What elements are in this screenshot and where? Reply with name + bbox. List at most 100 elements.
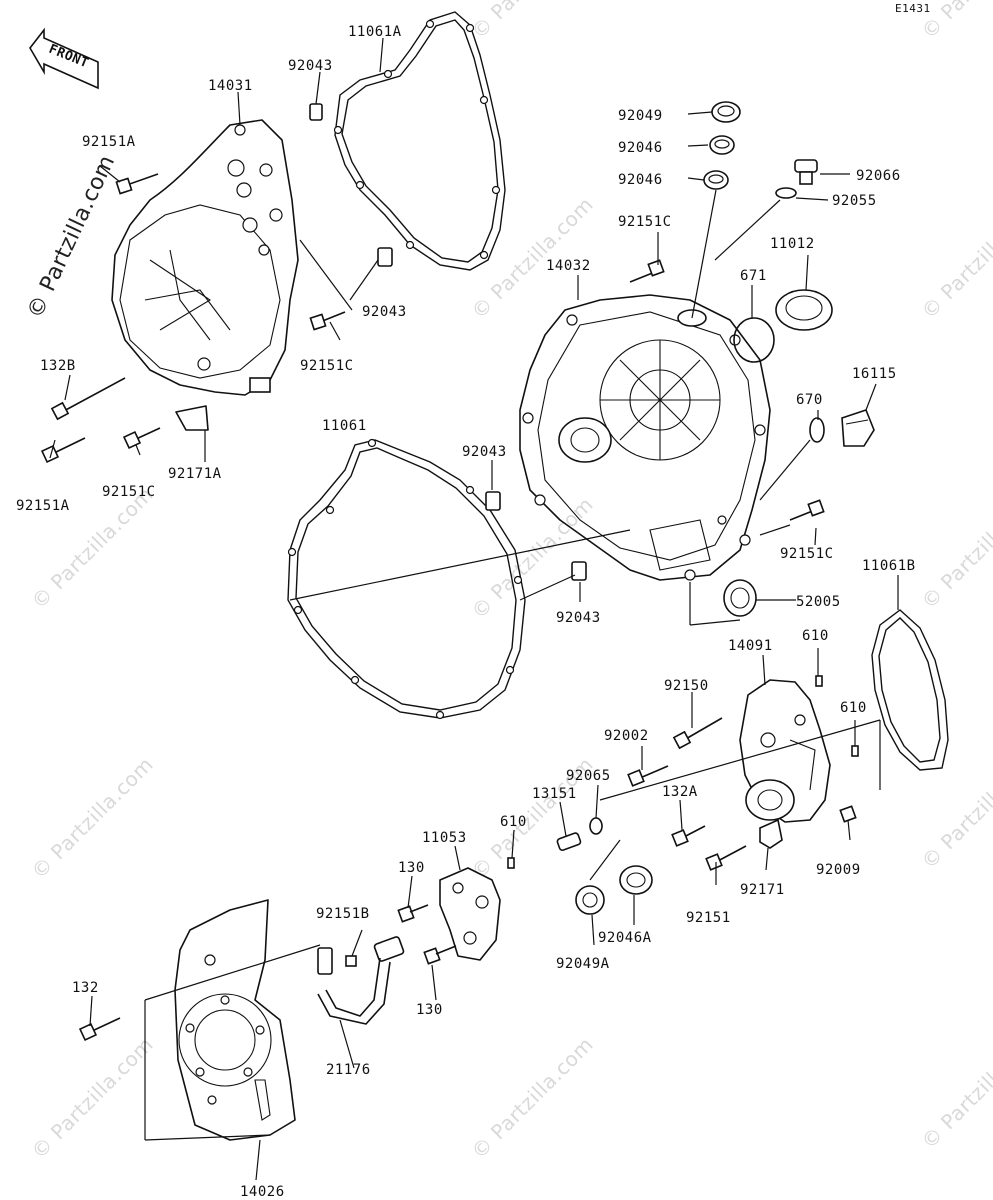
watermark: © Partzilla.com <box>467 0 598 44</box>
watermark-main: © Partzilla.com <box>23 151 121 322</box>
label-92043: 92043 <box>362 304 407 320</box>
switch-wire-21176 <box>317 936 405 1025</box>
label-14091: 14091 <box>728 638 773 654</box>
label-92151A: 92151A <box>16 498 70 514</box>
bolt-92151B <box>345 955 357 967</box>
diagram-code: E1431 <box>895 2 931 15</box>
label-11012: 11012 <box>770 236 815 252</box>
leader-lines <box>49 37 899 1181</box>
label-92151C: 92151C <box>300 358 354 374</box>
watermark: © Partzilla.com <box>917 482 993 613</box>
dowel-610 <box>851 745 859 757</box>
dowel-610 <box>815 675 823 687</box>
watermark: © Partzilla.com <box>27 1032 158 1163</box>
label-92046: 92046 <box>618 140 663 156</box>
label-92002: 92002 <box>604 728 649 744</box>
label-11061: 11061 <box>322 418 367 434</box>
bolt-130-b <box>423 945 457 965</box>
dowel-92043 <box>571 561 587 581</box>
label-92049A: 92049A <box>556 956 610 972</box>
bolt-130-a <box>397 904 429 923</box>
watermark: © Partzilla.com <box>467 492 598 623</box>
seal-11012 <box>775 289 833 331</box>
oring-92055 <box>775 187 797 199</box>
label-11061B: 11061B <box>862 558 916 574</box>
label-610: 610 <box>802 628 829 644</box>
label-11053: 11053 <box>422 830 467 846</box>
label-132B: 132B <box>40 358 76 374</box>
watermark: © Partzilla.com <box>27 752 158 883</box>
label-92046A: 92046A <box>598 930 652 946</box>
label-92151C: 92151C <box>780 546 834 562</box>
label-610: 610 <box>840 700 867 716</box>
bearing-92046A <box>619 865 653 895</box>
label-92055: 92055 <box>832 193 877 209</box>
dowel-92043 <box>377 247 393 267</box>
plug-92066 <box>794 159 818 185</box>
label-130: 130 <box>398 860 425 876</box>
label-92043: 92043 <box>556 610 601 626</box>
label-92065: 92065 <box>566 768 611 784</box>
label-14031: 14031 <box>208 78 253 94</box>
label-130: 130 <box>416 1002 443 1018</box>
bolt-92009 <box>839 805 857 823</box>
gasket-holes <box>333 19 501 260</box>
bearing-92049 <box>711 101 741 123</box>
gasket-11061A <box>334 11 506 271</box>
seal-92049A <box>575 885 605 915</box>
oring-92065 <box>589 817 603 835</box>
dowel-92043 <box>309 103 323 121</box>
label-92171A: 92171A <box>168 466 222 482</box>
watermark: © Partzilla.com <box>917 742 993 873</box>
label-14026: 14026 <box>240 1184 285 1200</box>
label-13151: 13151 <box>532 786 577 802</box>
bracket-11053 <box>439 867 501 961</box>
bearing-92046-upper <box>709 135 735 155</box>
label-92043: 92043 <box>462 444 507 460</box>
label-92151A: 92151A <box>82 134 136 150</box>
sprocket-cover-14026 <box>174 899 296 1141</box>
label-92009: 92009 <box>816 862 861 878</box>
label-92151: 92151 <box>686 910 731 926</box>
label-92150: 92150 <box>664 678 709 694</box>
sensor-13151 <box>556 832 582 852</box>
watermark: © Partzilla.com <box>917 192 993 323</box>
bolt-132A <box>671 825 706 847</box>
label-92171: 92171 <box>740 882 785 898</box>
label-11061A: 11061A <box>348 24 402 40</box>
label-16115: 16115 <box>852 366 897 382</box>
label-92043: 92043 <box>288 58 333 74</box>
bolt-92150 <box>672 717 723 750</box>
oring-671 <box>733 317 775 363</box>
gasket-11061 <box>287 439 526 719</box>
bolt-92151C-d <box>789 499 825 521</box>
bracket-92171 <box>759 818 783 849</box>
label-670: 670 <box>796 392 823 408</box>
label-92066: 92066 <box>856 168 901 184</box>
label-610: 610 <box>500 814 527 830</box>
label-92151B: 92151B <box>316 906 370 922</box>
plug-16115 <box>841 409 875 447</box>
label-92046: 92046 <box>618 172 663 188</box>
label-671: 671 <box>740 268 767 284</box>
part-labels: 11061A 92043 14031 92151A 92043 92151C 1… <box>16 24 916 1200</box>
label-92151C: 92151C <box>102 484 156 500</box>
label-92151C: 92151C <box>618 214 672 230</box>
gasket-11061B <box>871 609 949 771</box>
watermark: © Partzilla.com <box>467 1032 598 1163</box>
clutch-housing-14091 <box>739 679 831 823</box>
bolt-132 <box>78 1017 121 1042</box>
label-132A: 132A <box>662 784 698 800</box>
watermark: © Partzilla.com <box>917 1022 993 1153</box>
pin-610 <box>507 857 515 869</box>
front-arrow-icon: FRONT <box>29 27 99 90</box>
dowel-92043 <box>485 491 501 511</box>
bearing-92046-lower <box>703 170 729 190</box>
bolt-92151C-c <box>629 259 665 283</box>
engine-cover-right <box>519 294 771 581</box>
bolt-92151 <box>705 845 747 871</box>
label-14032: 14032 <box>546 258 591 274</box>
seal-52005 <box>723 579 757 617</box>
label-92049: 92049 <box>618 108 663 124</box>
